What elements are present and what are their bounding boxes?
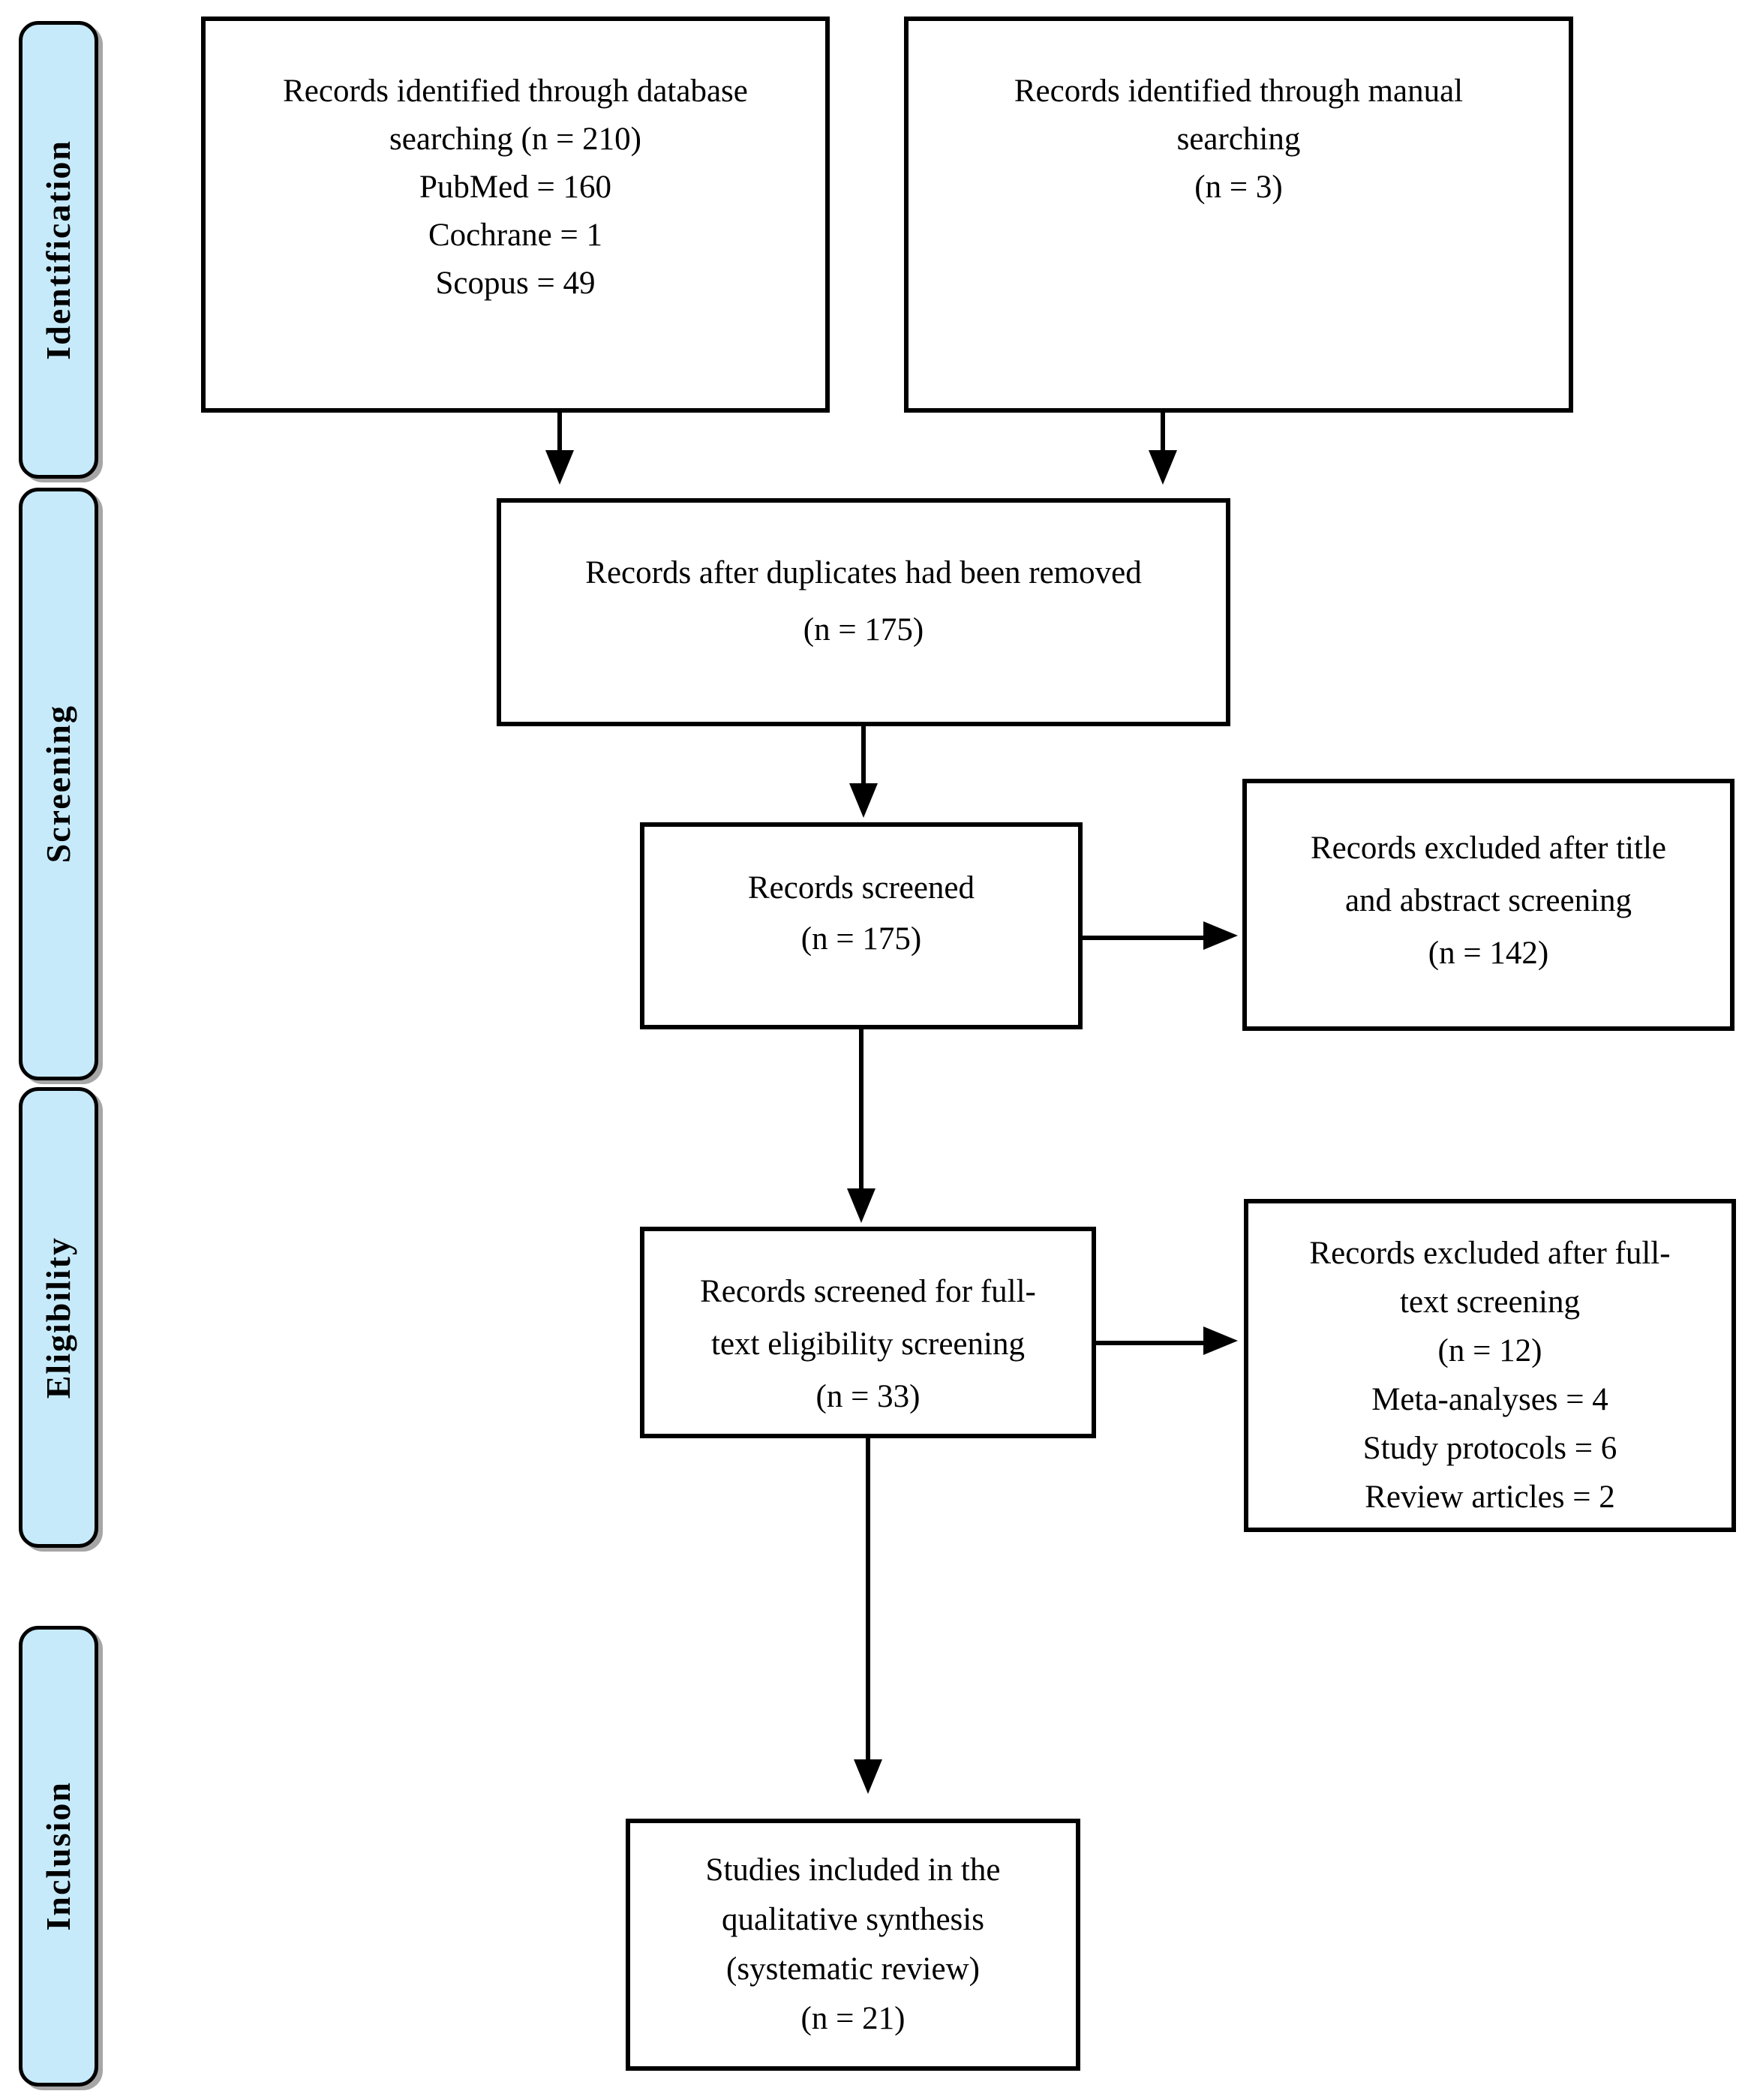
box-line: Records identified through manual [1014, 74, 1464, 109]
arrow-head-down-icon [1149, 450, 1177, 485]
arrow-shaft [866, 1438, 870, 1762]
stage-eligibility: Eligibility [19, 1087, 98, 1548]
arrow-head-down-icon [545, 450, 574, 485]
box-excluded-fulltext: Records excluded after full- text screen… [1244, 1199, 1736, 1532]
box-excluded-title-abstract: Records excluded after title and abstrac… [1242, 779, 1734, 1031]
box-line: PubMed = 160 [419, 170, 611, 205]
box-line: Studies included in the [705, 1852, 1001, 1888]
arrow-head-down-icon [847, 1188, 876, 1223]
box-line: (n = 3) [1194, 170, 1283, 205]
box-database-search: Records identified through database sear… [201, 17, 830, 413]
box-fulltext-eligibility: Records screened for full- text eligibil… [640, 1227, 1096, 1438]
arrow-head-right-icon [1203, 921, 1238, 950]
box-duplicates-removed: Records after duplicates had been remove… [497, 498, 1230, 726]
arrow-head-right-icon [1203, 1326, 1238, 1355]
box-line: (n = 142) [1428, 936, 1549, 971]
box-line: Records excluded after title [1311, 831, 1666, 866]
box-line: Cochrane = 1 [428, 218, 602, 253]
stage-eligibility-label: Eligibility [39, 1236, 77, 1399]
arrow-shaft [1083, 936, 1207, 940]
box-line: (n = 175) [803, 612, 924, 647]
stage-screening-label: Screening [39, 705, 77, 864]
arrow-shaft [861, 726, 866, 786]
box-line: searching (n = 210) [389, 122, 641, 157]
box-records-screened: Records screened (n = 175) [640, 822, 1083, 1029]
box-line: (n = 175) [800, 921, 922, 957]
arrow-shaft [859, 1029, 863, 1191]
box-manual-search: Records identified through manual search… [904, 17, 1573, 413]
box-line: Scopus = 49 [435, 266, 596, 301]
arrow-head-down-icon [854, 1759, 882, 1794]
box-line: Records screened for full- [700, 1274, 1036, 1309]
box-line: Study protocols = 6 [1362, 1431, 1617, 1466]
stage-screening: Screening [19, 488, 98, 1080]
box-line: qualitative synthesis [722, 1902, 984, 1937]
box-line: Records excluded after full- [1309, 1236, 1671, 1271]
arrow-shaft [1096, 1341, 1207, 1345]
arrow-shaft [557, 413, 562, 453]
box-line: Meta-analyses = 4 [1371, 1382, 1608, 1417]
stage-identification-label: Identification [39, 140, 77, 360]
box-line: Records after duplicates had been remove… [585, 555, 1142, 590]
stage-inclusion: Inclusion [19, 1626, 98, 2086]
box-line: (n = 33) [815, 1379, 921, 1414]
stage-identification: Identification [19, 21, 98, 479]
box-line: (n = 21) [800, 2001, 906, 2036]
arrow-shaft [1161, 413, 1165, 453]
box-line: Review articles = 2 [1365, 1480, 1615, 1515]
box-line: text eligibility screening [711, 1326, 1025, 1362]
box-line: (systematic review) [726, 1951, 980, 1987]
arrow-head-down-icon [849, 783, 878, 818]
box-line: searching [1176, 122, 1301, 157]
box-line: Records identified through database [283, 74, 748, 109]
box-line: and abstract screening [1344, 883, 1632, 918]
box-line: text screening [1400, 1284, 1580, 1320]
box-studies-included: Studies included in the qualitative synt… [626, 1819, 1080, 2071]
box-line: (n = 12) [1437, 1333, 1542, 1368]
stage-inclusion-label: Inclusion [39, 1781, 77, 1931]
box-line: Records screened [747, 870, 975, 906]
